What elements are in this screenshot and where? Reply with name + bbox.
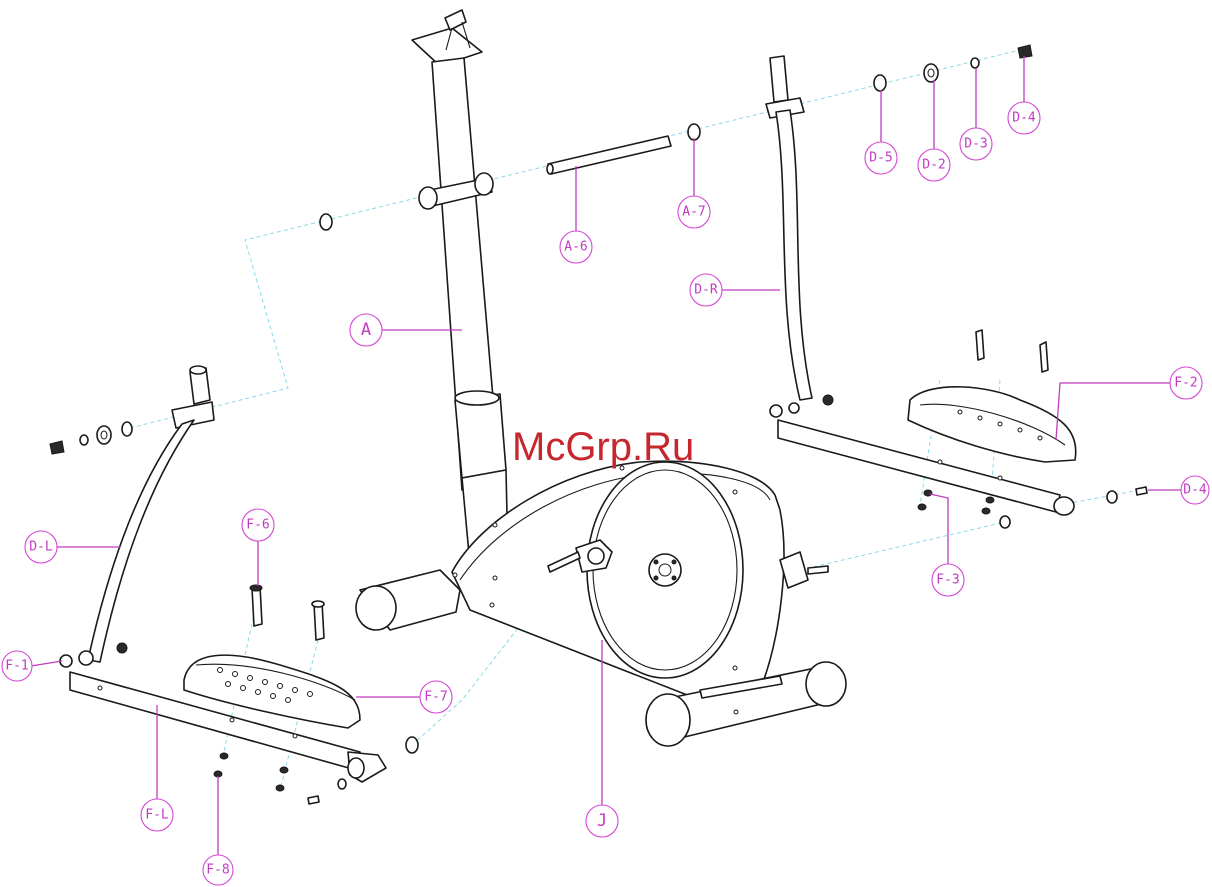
callout-F-7: F-7 — [420, 681, 452, 713]
callout-label: F-2 — [1174, 376, 1197, 391]
callout-label: D-R — [694, 283, 718, 298]
callout-F-3: F-3 — [932, 564, 964, 596]
callout-D-3: D-3 — [960, 128, 992, 160]
callout-label: D-2 — [922, 158, 945, 173]
callout-A: A — [350, 314, 382, 346]
watermark-text: McGrp.Ru — [512, 425, 694, 469]
callout-label: A-7 — [682, 205, 705, 220]
callout-label: F-6 — [246, 518, 269, 533]
callout-D-4-right: D-4 — [1181, 476, 1209, 504]
callout-F-L: F-L — [141, 799, 173, 831]
left-hardware-stack — [50, 422, 132, 454]
callout-label: D-4 — [1183, 483, 1207, 498]
callout-label: D-3 — [964, 137, 987, 152]
callout-label: F-7 — [424, 690, 447, 705]
callout-D-5: D-5 — [865, 142, 897, 174]
callout-label: F-8 — [206, 863, 229, 878]
callout-label: J — [597, 811, 607, 831]
callout-label: D-4 — [1012, 111, 1036, 126]
callout-F-8: F-8 — [203, 855, 233, 885]
callout-D-2: D-2 — [918, 149, 950, 181]
pivot-axle — [320, 124, 700, 230]
callout-label: D-L — [29, 540, 53, 555]
callout-label: A — [361, 320, 371, 340]
callout-F-2: F-2 — [1170, 367, 1202, 399]
callout-D-R: D-R — [690, 274, 722, 306]
main-frame-housing — [356, 461, 828, 700]
callout-D-4-top: D-4 — [1008, 102, 1040, 134]
callout-label: D-5 — [869, 151, 892, 166]
callout-A-6: A-6 — [560, 231, 592, 263]
callout-F-6: F-6 — [242, 509, 274, 541]
callout-label: A-6 — [564, 240, 587, 255]
callout-D-L: D-L — [25, 531, 57, 563]
callout-J: J — [586, 805, 618, 837]
callout-label: F-1 — [5, 659, 28, 674]
right-hardware-stack — [874, 45, 1032, 91]
callout-A-7: A-7 — [678, 196, 710, 228]
left-handle-arm — [60, 366, 214, 667]
callout-label: F-3 — [936, 573, 959, 588]
callout-label: F-L — [145, 808, 169, 823]
callout-F-1: F-1 — [2, 651, 32, 681]
right-handle-arm — [766, 56, 833, 417]
main-upright-post — [412, 10, 508, 565]
